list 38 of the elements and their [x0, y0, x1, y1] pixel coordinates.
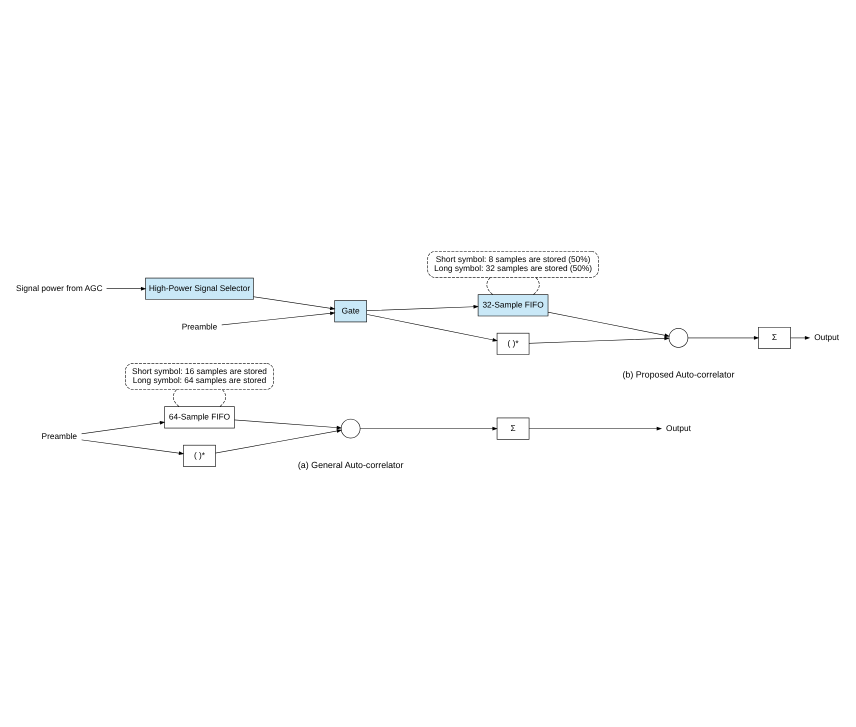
- node-box: Σ: [496, 417, 530, 440]
- arrow: [528, 336, 670, 344]
- connector: [219, 388, 226, 406]
- node-box: 32-Sample FIFO: [478, 294, 548, 316]
- arrow: [253, 296, 336, 310]
- node-text: Preamble: [182, 320, 218, 331]
- node-box: 64-Sample FIFO: [164, 406, 235, 428]
- node-box: Σ: [758, 326, 791, 348]
- label: (b) Proposed Auto-correlator: [622, 368, 734, 379]
- node-text: Output: [666, 422, 691, 432]
- arrow: [215, 428, 342, 453]
- node-text: Preamble: [42, 430, 78, 441]
- arrow: [548, 311, 670, 337]
- arrow: [366, 314, 498, 342]
- arrow: [81, 439, 184, 455]
- node-box: ( )*: [496, 332, 530, 354]
- connector: [486, 276, 494, 294]
- node-box: Gate: [334, 300, 367, 322]
- node-box: High-Power Signal Selector: [145, 277, 254, 300]
- node-circle: [668, 328, 688, 348]
- connector: [172, 388, 180, 406]
- node-box: Short symbol: 16 samples are stored Long symbol: 64 samples are stored: [125, 362, 274, 390]
- node-text: Output: [814, 332, 840, 342]
- connector: [533, 276, 540, 294]
- arrow: [106, 286, 146, 290]
- node-text: Signal power from AGC: [16, 282, 103, 292]
- node-box: ( )*: [183, 444, 216, 466]
- arrow: [790, 336, 810, 340]
- node-circle: [340, 418, 360, 438]
- label: (a) General Auto-correlator: [298, 460, 404, 470]
- arrow: [688, 336, 760, 340]
- arrow: [81, 420, 166, 434]
- arrow: [221, 311, 336, 325]
- node-box: Short symbol: 8 samples are stored (50%) Long symbol: 32 samples are stored (50%): [427, 250, 599, 278]
- arrow: [360, 426, 498, 430]
- arrow: [528, 426, 662, 430]
- arrow: [366, 304, 479, 310]
- arrow: [234, 419, 342, 429]
